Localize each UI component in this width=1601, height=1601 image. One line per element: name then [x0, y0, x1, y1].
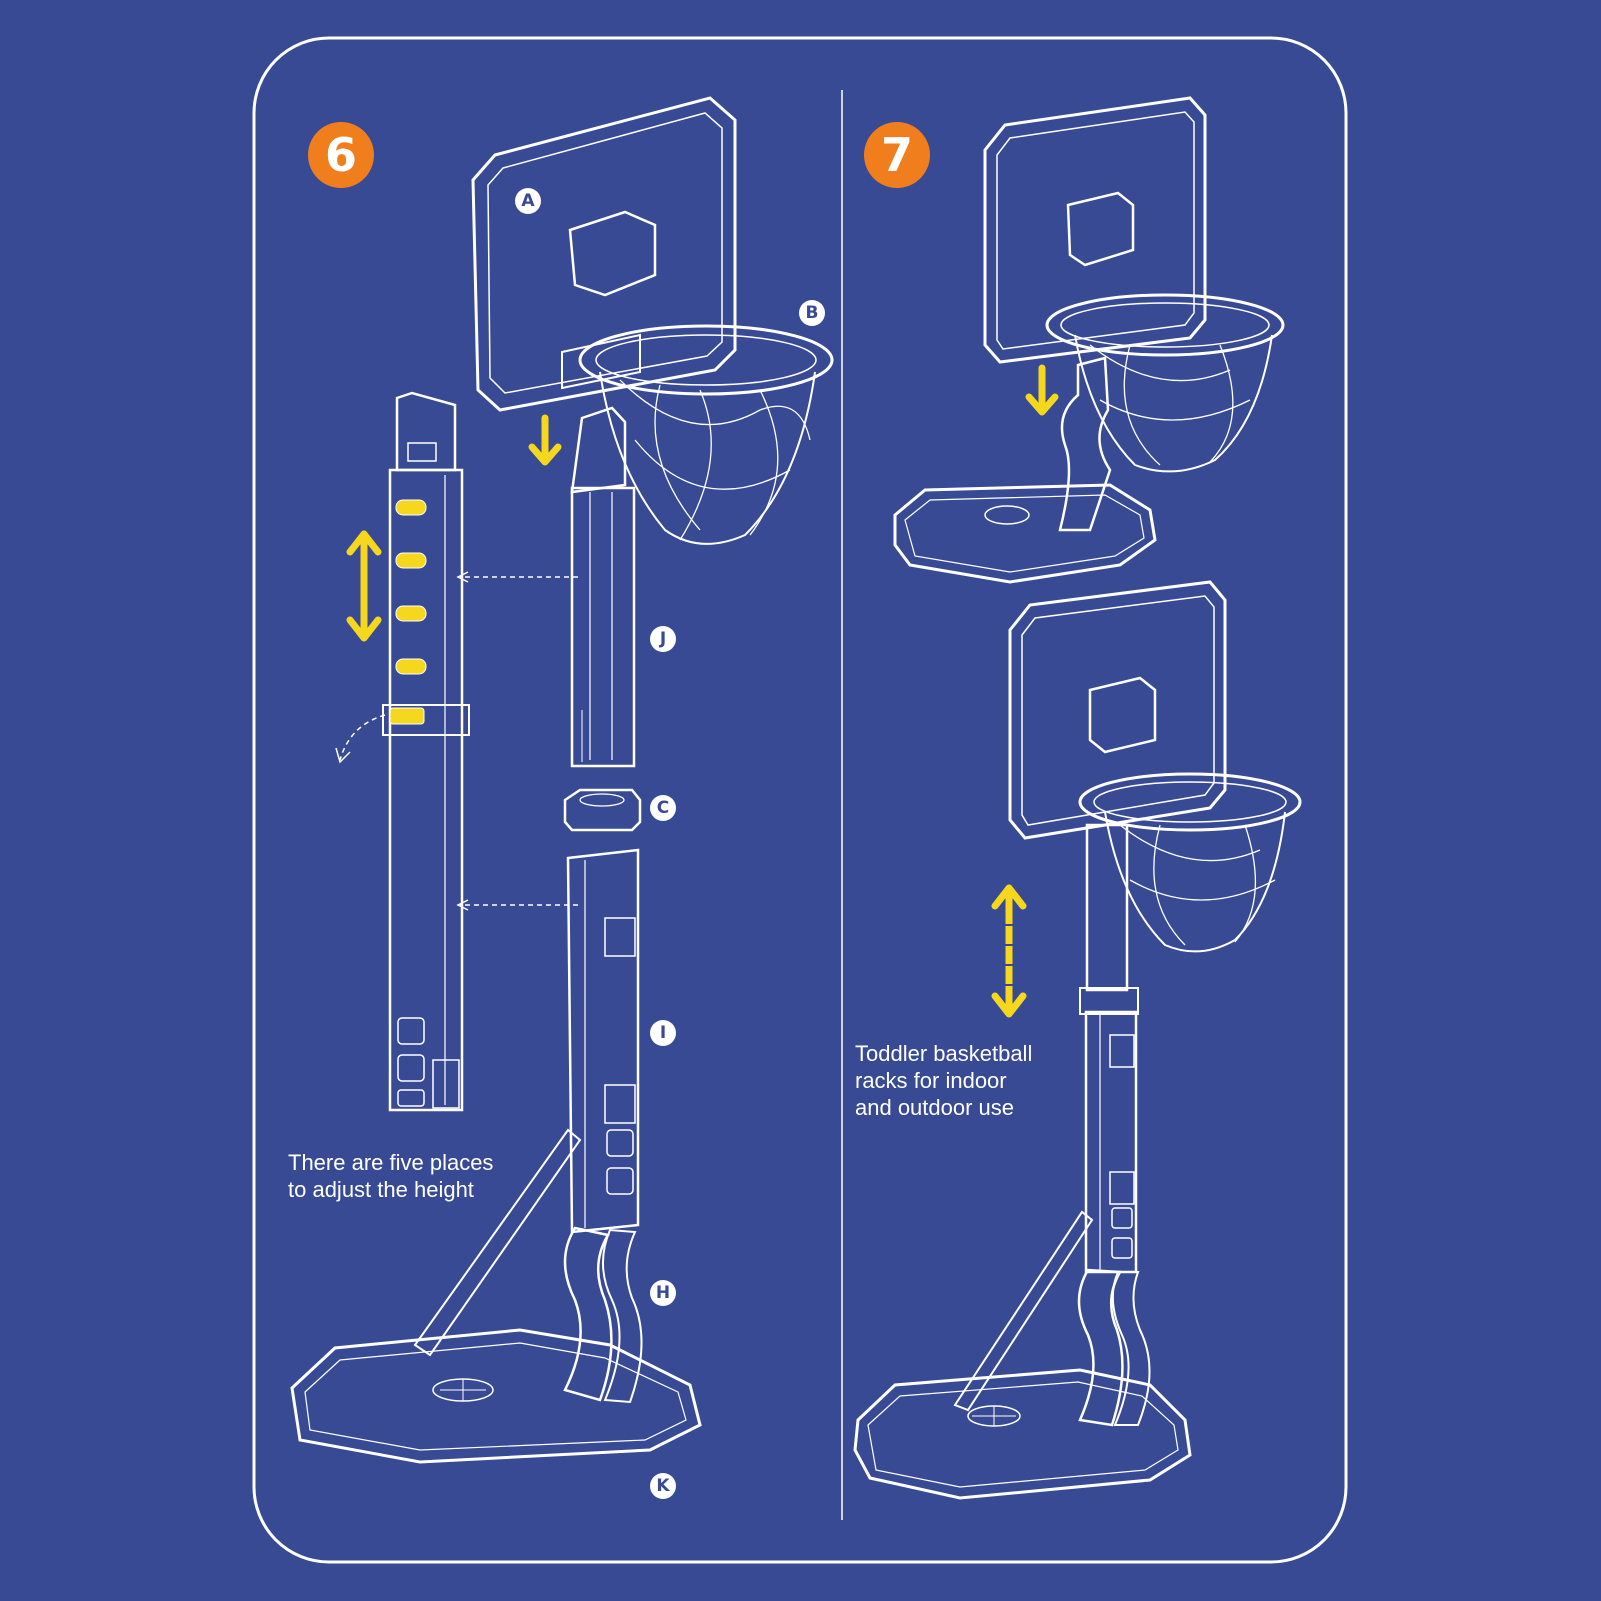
part-label-b: B: [799, 300, 825, 326]
adjustable-pole-detail: [382, 391, 470, 1112]
step-7-caption: Toddler basketball racks for indoor and …: [855, 1041, 1033, 1120]
backboard-hoop-a-b: [471, 96, 834, 545]
part-label-j: J: [650, 626, 676, 652]
yellow-arrows-step-7: [991, 364, 1059, 1018]
connector-c: [563, 788, 642, 832]
assembled-hoop-tall: [853, 580, 1302, 1500]
frame-border: [252, 36, 1348, 1564]
part-label-i: I: [650, 1020, 676, 1046]
yellow-arrows-step-6: [346, 414, 562, 642]
height-slots: [389, 499, 427, 725]
part-label-k: K: [650, 1473, 676, 1499]
step-6-caption: There are five places to adjust the heig…: [288, 1150, 494, 1202]
ruler-ticks: [1004, 924, 1014, 986]
part-label-h: H: [650, 1280, 676, 1306]
dashed-arrows: [335, 571, 578, 911]
assembled-hoop-small: [893, 96, 1285, 584]
base-stand-h-k: [290, 1128, 702, 1464]
step-7-badge: 7: [864, 122, 930, 188]
part-label-c: C: [650, 795, 676, 821]
part-label-a: A: [515, 188, 541, 214]
pole-j: [570, 406, 636, 768]
pole-i: [566, 848, 640, 1234]
step-6-badge: 6: [308, 122, 374, 188]
